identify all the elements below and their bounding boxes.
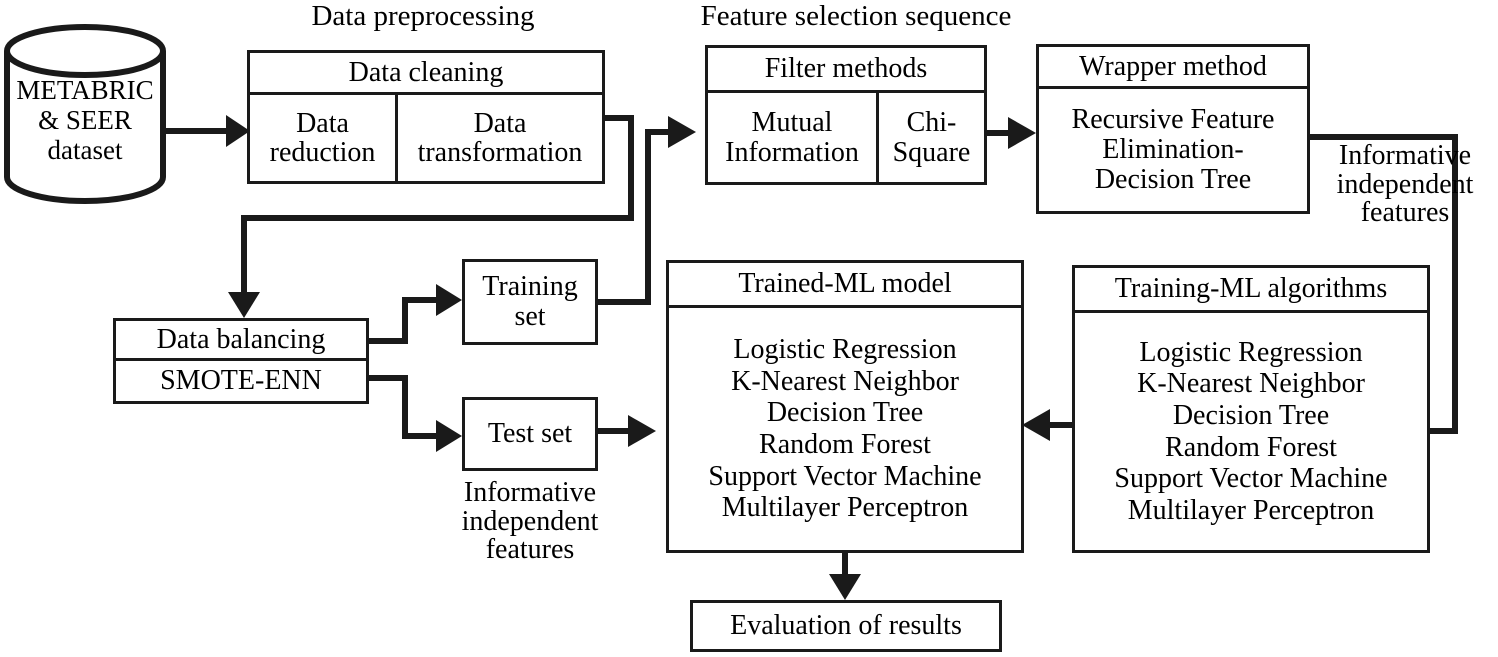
data-transformation-cell[interactable]: Data transformation — [395, 95, 602, 181]
smote-enn-body: SMOTE-ENN — [160, 364, 322, 396]
data-cleaning-header: Data cleaning — [250, 53, 602, 95]
title-data-preprocessing: Data preprocessing — [311, 0, 535, 32]
arrow-trained-model-to-evaluation — [829, 553, 861, 600]
data-preprocessing-box[interactable]: Data cleaning Data reduction Data transf… — [247, 50, 605, 184]
training-set-box[interactable]: Training set — [462, 259, 598, 345]
trained-ml-model-box[interactable]: Trained-ML model Logistic Regression K-N… — [666, 260, 1024, 553]
arrow-balancing-to-training-set — [369, 284, 462, 344]
arrow-training-algorithms-to-trained-model — [1022, 409, 1072, 441]
wrapper-method-box[interactable]: Wrapper method Recursive Feature Elimina… — [1036, 44, 1310, 214]
test-set-box[interactable]: Test set — [462, 397, 598, 471]
dataset-cylinder[interactable]: METABRIC & SEER dataset — [2, 24, 168, 204]
trained-ml-model-header: Trained-ML model — [669, 263, 1021, 308]
dataset-label: METABRIC & SEER dataset — [16, 75, 154, 165]
training-ml-algorithms-header: Training-ML algorithms — [1075, 268, 1427, 313]
data-balancing-header: Data balancing — [116, 321, 366, 361]
chi-square-cell[interactable]: Chi- Square — [876, 93, 984, 182]
wrapper-method-body: Recursive Feature Elimination- Decision … — [1071, 103, 1275, 196]
label-informative-features-right: Informative independent features — [1336, 140, 1474, 229]
mutual-information-cell[interactable]: Mutual Information — [725, 107, 859, 168]
data-balancing-box[interactable]: Data balancing SMOTE-ENN — [113, 318, 369, 404]
evaluation-of-results-box[interactable]: Evaluation of results — [690, 600, 1002, 652]
training-ml-algorithm-list: Logistic Regression K-Nearest Neighbor D… — [1114, 336, 1388, 526]
title-feature-selection-sequence: Feature selection sequence — [700, 0, 1012, 32]
training-ml-algorithms-body: Logistic Regression K-Nearest Neighbor D… — [1075, 313, 1427, 550]
label-informative-features-left: Informative independent features — [461, 477, 599, 566]
cylinder-icon — [3, 24, 166, 204]
arrow-dataset-to-preprocessing — [166, 115, 250, 147]
trained-ml-model-body: Logistic Regression K-Nearest Neighbor D… — [669, 308, 1021, 550]
filter-methods-box[interactable]: Filter methods Mutual Information Chi- S… — [705, 45, 987, 185]
arrow-balancing-to-test-set — [369, 375, 462, 452]
arrow-training-set-to-filter — [598, 116, 696, 305]
trained-ml-algorithm-list: Logistic Regression K-Nearest Neighbor D… — [708, 334, 982, 524]
wrapper-method-header: Wrapper method — [1039, 47, 1307, 89]
arrow-filter-to-wrapper — [987, 117, 1036, 149]
data-reduction-cell[interactable]: Data reduction — [269, 107, 376, 168]
arrow-preprocessing-to-balancing — [228, 115, 634, 318]
arrow-test-set-to-trained-model — [598, 415, 656, 447]
training-ml-algorithms-box[interactable]: Training-ML algorithms Logistic Regressi… — [1072, 265, 1430, 553]
preprocessing-cells: Data reduction Data transformation — [250, 95, 602, 181]
filter-methods-cells: Mutual Information Chi- Square — [708, 93, 984, 182]
filter-methods-header: Filter methods — [708, 48, 984, 93]
